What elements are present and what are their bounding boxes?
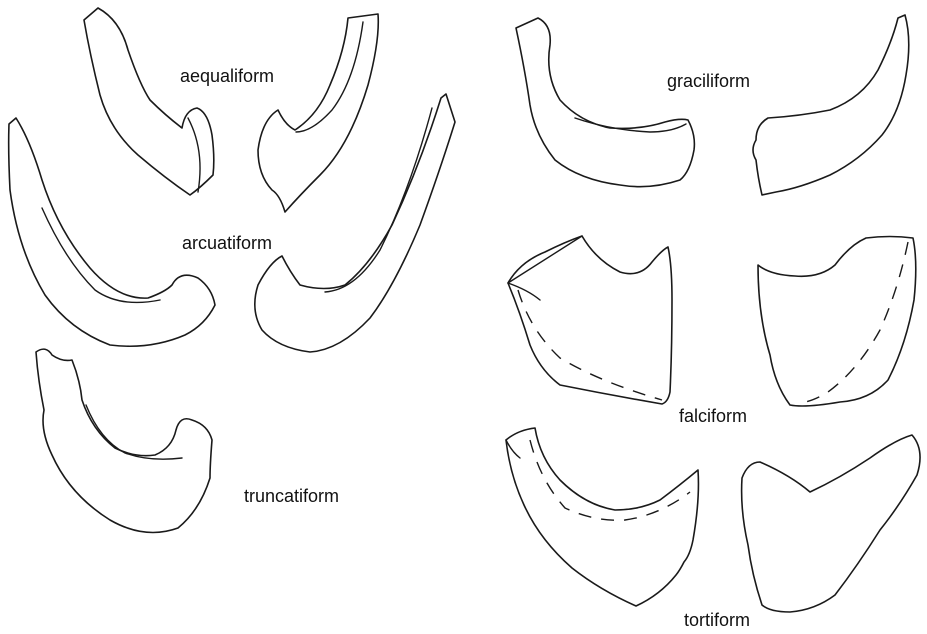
tortiform-right-element — [742, 435, 920, 612]
tortiform-left-element — [506, 428, 698, 606]
label-graciliform: graciliform — [667, 71, 750, 92]
graciliform-right-element — [753, 15, 909, 195]
graciliform-left-element — [516, 18, 694, 187]
label-tortiform: tortiform — [684, 610, 750, 631]
label-arcuatiform: arcuatiform — [182, 233, 272, 254]
falciform-right-element — [758, 237, 916, 407]
arcuatiform-right-element — [255, 94, 455, 352]
label-aequaliform: aequaliform — [180, 66, 274, 87]
falciform-left-element — [508, 236, 672, 404]
aequaliform-right-element — [258, 14, 378, 212]
aequaliform-left-element — [84, 8, 214, 195]
truncatiform-element — [36, 349, 212, 532]
label-falciform: falciform — [679, 406, 747, 427]
label-truncatiform: truncatiform — [244, 486, 339, 507]
